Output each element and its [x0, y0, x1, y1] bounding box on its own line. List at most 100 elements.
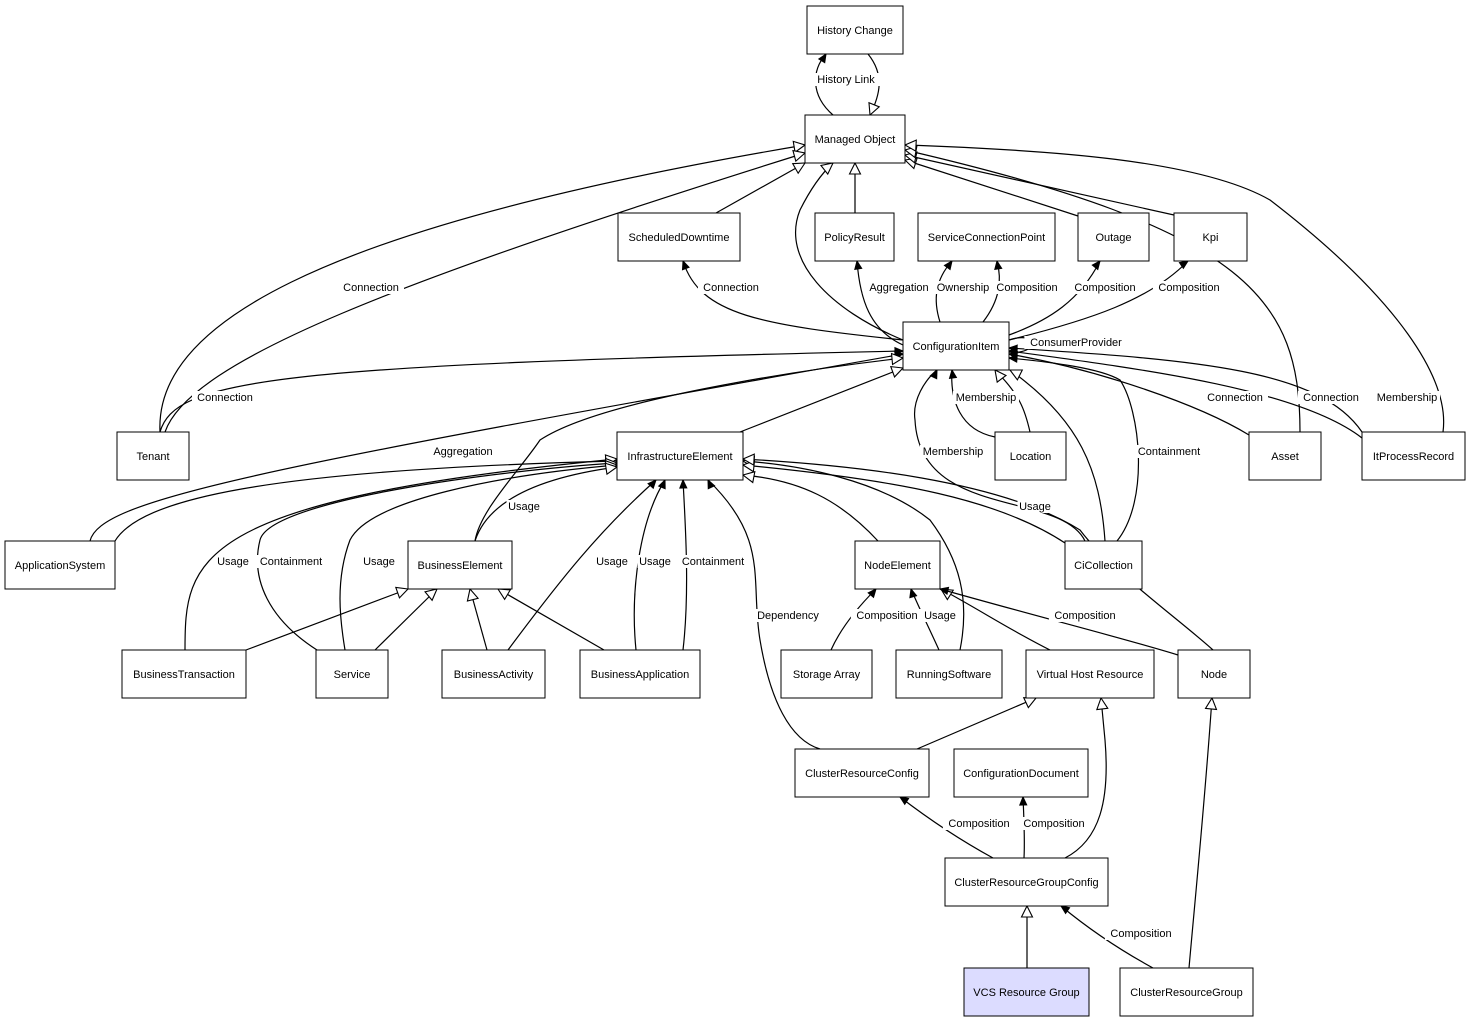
- edge-line: [159, 350, 904, 433]
- edge-label: Composition: [1158, 282, 1219, 294]
- node-cluster-resource-group[interactable]: ClusterResourceGroup: [1119, 967, 1254, 1017]
- edge-vcs-resource-group-to-cluster-resource-group-config: [1020, 904, 1034, 968]
- edge-label-bg: [1104, 927, 1178, 940]
- node-label: BusinessElement: [418, 560, 503, 572]
- edge-label-bg: [1152, 281, 1226, 294]
- edge-label: Dependency: [757, 610, 819, 622]
- hollow-arrowhead: [741, 453, 755, 466]
- edge-line: [1008, 347, 1363, 433]
- node-label: Service: [334, 669, 371, 681]
- edge-label-bg: [755, 609, 821, 622]
- edge-line: [474, 466, 618, 542]
- node-node[interactable]: Node: [1177, 649, 1251, 699]
- edge-label: Containment: [1138, 446, 1200, 458]
- filled-arrowhead: [938, 586, 950, 596]
- node-box: [902, 321, 1010, 371]
- node-box: [1025, 649, 1155, 699]
- edge-line: [904, 159, 1079, 217]
- edge-cluster-resource-config-to-infrastructure-element: [707, 478, 821, 750]
- edge-label: Usage: [924, 610, 956, 622]
- node-label: Virtual Host Resource: [1037, 669, 1144, 681]
- node-box: [1248, 431, 1322, 481]
- node-service[interactable]: Service: [315, 649, 389, 699]
- node-asset[interactable]: Asset: [1248, 431, 1322, 481]
- node-business-element[interactable]: BusinessElement: [407, 540, 513, 590]
- node-outage[interactable]: Outage: [1077, 212, 1150, 262]
- edge-label-bg: [506, 500, 542, 513]
- edge-label: Connection: [197, 392, 253, 404]
- node-business-activity[interactable]: BusinessActivity: [441, 649, 546, 699]
- node-it-process-record[interactable]: ItProcessRecord: [1361, 431, 1466, 481]
- edge-line: [1008, 260, 1101, 336]
- hollow-arrowhead: [424, 588, 438, 602]
- edge-line: [795, 162, 904, 341]
- node-configuration-item[interactable]: ConfigurationItem: [902, 321, 1010, 371]
- edge-label: Containment: [682, 556, 744, 568]
- edge-line: [1009, 369, 1106, 542]
- node-running-software[interactable]: RunningSoftware: [895, 649, 1003, 699]
- node-box: [116, 431, 190, 481]
- edge-configuration-item-to-outage: [1008, 260, 1101, 336]
- filled-arrowhead: [898, 796, 910, 806]
- filled-arrowhead: [994, 259, 1003, 271]
- edge-label: Composition: [1054, 610, 1115, 622]
- node-service-connection-point[interactable]: ServiceConnectionPoint: [917, 212, 1056, 262]
- node-location[interactable]: Location: [994, 431, 1067, 481]
- edge-tenant-to-managed-object: [159, 140, 807, 433]
- node-label: Asset: [1271, 451, 1299, 463]
- node-cluster-resource-group-config[interactable]: ClusterResourceGroupConfig: [944, 857, 1109, 907]
- edge-line: [497, 588, 605, 651]
- edge-ci-collection-to-configuration-item: [1008, 369, 1106, 542]
- node-box: [407, 540, 513, 590]
- filled-arrowhead: [1178, 260, 1190, 270]
- node-application-system[interactable]: ApplicationSystem: [4, 540, 116, 590]
- node-tenant[interactable]: Tenant: [116, 431, 190, 481]
- node-label: VCS Resource Group: [973, 987, 1079, 999]
- node-ci-collection[interactable]: CiCollection: [1064, 540, 1143, 590]
- node-history-change[interactable]: History Change: [806, 5, 904, 55]
- node-label: ClusterResourceGroup: [1130, 987, 1243, 999]
- node-policy-result[interactable]: PolicyResult: [814, 212, 895, 262]
- edge-label: Composition: [856, 610, 917, 622]
- hollow-arrowhead: [394, 586, 410, 599]
- filled-arrowhead: [948, 368, 958, 379]
- node-scheduled-downtime[interactable]: ScheduledDowntime: [617, 212, 741, 262]
- node-infrastructure-element[interactable]: InfrastructureElement: [616, 431, 744, 481]
- edge-line: [164, 152, 806, 433]
- edge-label-bg: [933, 281, 993, 294]
- node-node-element[interactable]: NodeElement: [854, 540, 941, 590]
- edge-business-transaction-to-business-element: [245, 586, 410, 651]
- node-configuration-document[interactable]: ConfigurationDocument: [953, 748, 1089, 798]
- node-vcs-resource-group[interactable]: VCS Resource Group: [963, 967, 1090, 1017]
- edge-label-bg: [953, 391, 1019, 404]
- hollow-arrowhead: [868, 101, 881, 117]
- edge-configuration-item-to-kpi: [1008, 260, 1190, 341]
- node-business-application[interactable]: BusinessApplication: [579, 649, 701, 699]
- edge-label-bg: [806, 73, 886, 86]
- edge-business-activity-to-business-element: [466, 587, 488, 651]
- node-box: [1361, 431, 1466, 481]
- edge-label-bg: [338, 281, 404, 294]
- edge-label-bg: [254, 555, 328, 568]
- node-virtual-host-resource[interactable]: Virtual Host Resource: [1025, 649, 1155, 699]
- node-box: [953, 748, 1089, 798]
- node-box: [315, 649, 389, 699]
- node-label: NodeElement: [864, 560, 931, 572]
- node-box: [1173, 212, 1248, 262]
- filled-arrowhead: [679, 478, 688, 489]
- edge-line: [715, 162, 806, 214]
- filled-arrowhead: [681, 259, 690, 271]
- filled-arrowhead: [647, 479, 657, 490]
- edge-label: Usage: [596, 556, 628, 568]
- node-storage-array[interactable]: Storage Array: [780, 649, 873, 699]
- edge-line: [742, 474, 879, 542]
- node-business-transaction[interactable]: BusinessTransaction: [121, 649, 247, 699]
- edge-label: Composition: [1074, 282, 1135, 294]
- edge-line: [1008, 353, 1250, 436]
- edge-line: [245, 588, 409, 651]
- node-kpi[interactable]: Kpi: [1173, 212, 1248, 262]
- node-managed-object[interactable]: Managed Object: [804, 114, 906, 164]
- node-cluster-resource-config[interactable]: ClusterResourceConfig: [794, 748, 930, 798]
- filled-arrowhead: [657, 478, 666, 490]
